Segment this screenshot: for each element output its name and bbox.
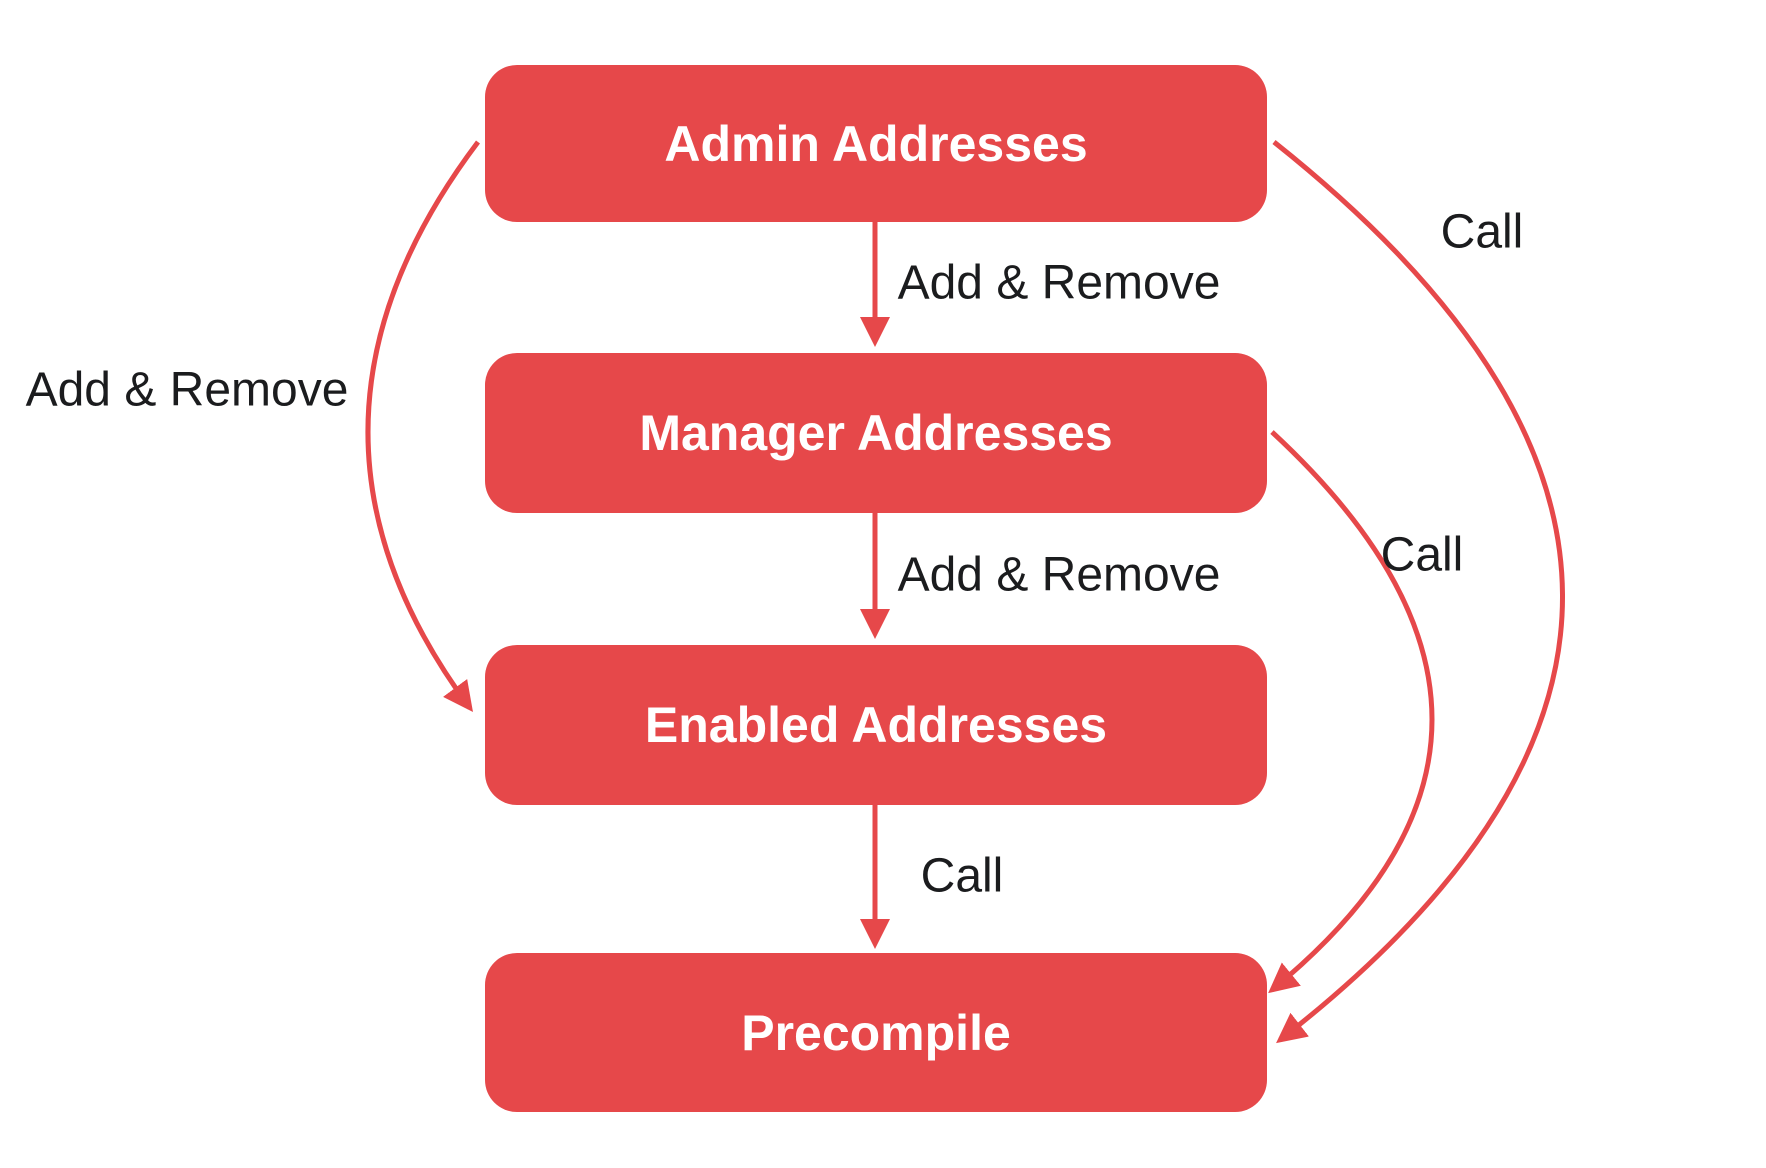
edge-manager-to-precompile-curve-arrow (1268, 430, 1435, 994)
node-precompile-label: Precompile (741, 1004, 1011, 1061)
edge-label-admin-to-precompile: Call (1440, 205, 1524, 259)
node-admin-addresses-label: Admin Addresses (664, 115, 1088, 172)
node-precompile: Precompile (485, 953, 1267, 1112)
node-manager-addresses: Manager Addresses (485, 353, 1267, 513)
node-enabled-addresses: Enabled Addresses (485, 645, 1267, 805)
edge-label-enabled-to-precompile: Call (920, 849, 1004, 903)
edge-label-admin-to-enabled: Add & Remove (25, 363, 349, 417)
node-enabled-addresses-label: Enabled Addresses (644, 697, 1108, 753)
node-manager-addresses-label: Manager Addresses (639, 405, 1113, 461)
edge-label-admin-to-manager: Add & Remove (897, 256, 1221, 310)
edge-admin-to-precompile-curve-arrow (1272, 140, 1565, 1044)
node-admin-addresses: Admin Addresses (485, 65, 1267, 222)
edge-label-manager-to-enabled: Add & Remove (897, 548, 1221, 602)
edge-label-manager-to-precompile: Call (1380, 528, 1464, 582)
edge-admin-to-enabled-curve-arrow (365, 140, 480, 713)
